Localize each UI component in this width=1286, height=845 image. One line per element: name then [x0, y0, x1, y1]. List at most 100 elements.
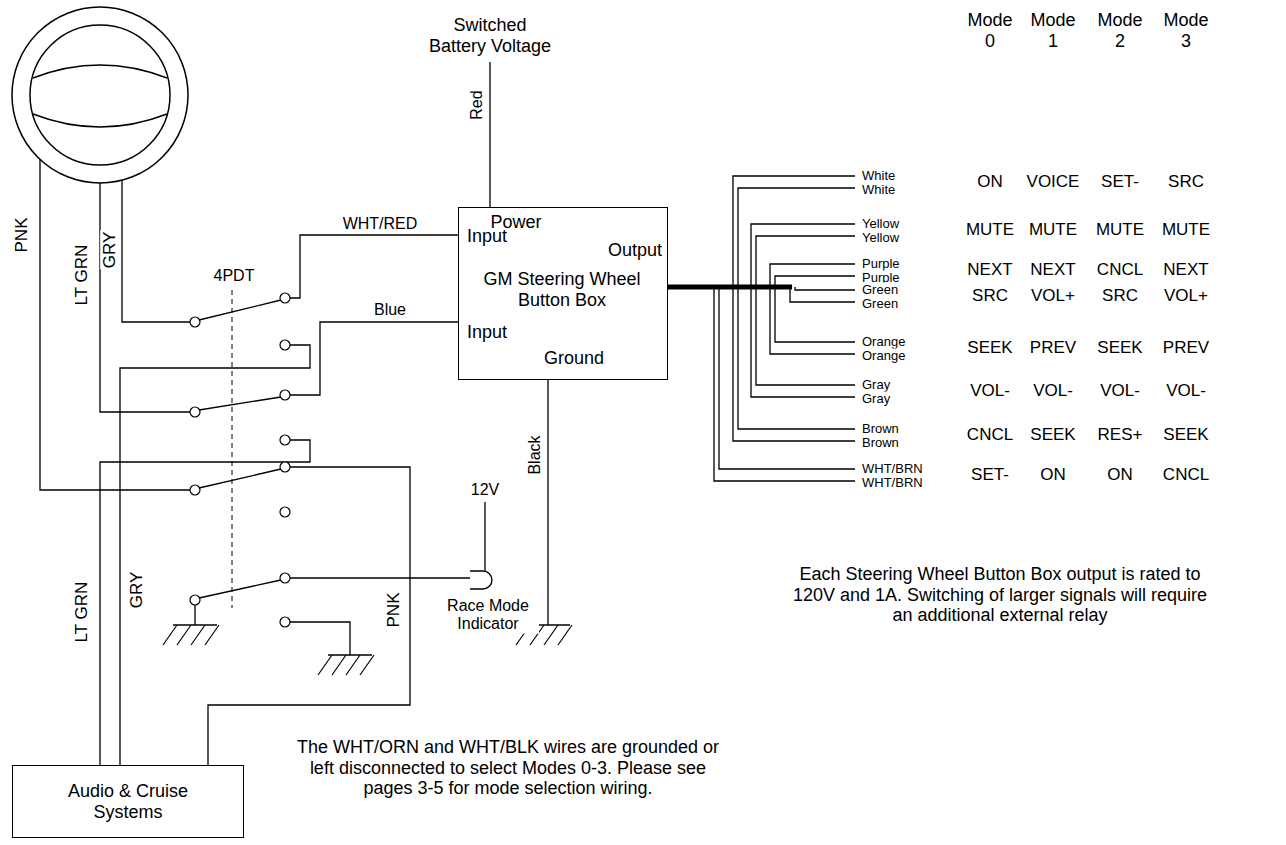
signal-label: PNK [12, 217, 32, 254]
switch-blade [199, 580, 281, 598]
wire-color-label: Gray [861, 392, 891, 405]
table-cell: SET- [970, 465, 1010, 485]
steering-wheel [12, 7, 188, 183]
wire [100, 183, 190, 412]
ground-symbol [318, 655, 374, 675]
signal-label: Blue [373, 301, 407, 319]
signal-label: 12V [470, 481, 500, 499]
signal-label: Red [468, 89, 486, 120]
table-cell: VOL- [1099, 381, 1141, 401]
note-text: Each Steering Wheel Button Box output is… [789, 564, 1211, 626]
wire-color-label: Green [861, 297, 899, 310]
switch-contact [280, 573, 290, 583]
mode-header: Mode 3 [1159, 10, 1213, 51]
table-cell: VOL- [969, 381, 1011, 401]
table-cell: VOL+ [1030, 286, 1076, 306]
wire [547, 380, 548, 625]
note-text: The WHT/ORN and WHT/BLK wires are ground… [292, 737, 724, 799]
table-cell: VOL- [1032, 381, 1074, 401]
table-cell: SRC [1101, 286, 1139, 306]
switch-contact [280, 293, 290, 303]
wire [290, 322, 458, 395]
mode-header: Mode 0 [963, 10, 1017, 51]
switch-contact [190, 317, 200, 327]
table-cell: PREV [1162, 338, 1210, 358]
switch-blade [199, 397, 281, 410]
wire [290, 235, 458, 298]
output-wire [775, 287, 855, 342]
table-cell: SEEK [966, 338, 1013, 358]
signal-label: LT GRN [72, 581, 92, 644]
switch-blade [199, 300, 281, 320]
signal-label: Race Mode Indicator [437, 597, 539, 634]
mode-header: Mode 2 [1093, 10, 1147, 51]
output-wire [770, 287, 855, 354]
table-cell: SEEK [1029, 425, 1076, 445]
output-wire [719, 287, 855, 469]
output-wire [714, 287, 855, 481]
wire [290, 622, 350, 655]
wire-color-label: Brown [861, 436, 900, 449]
signal-label: Black [526, 434, 544, 475]
switch-contact [190, 595, 200, 605]
wire-color-label: Yellow [861, 217, 900, 230]
table-cell: CNCL [1096, 260, 1144, 280]
output-wire [733, 287, 855, 441]
switch-contact [280, 435, 290, 445]
wire-color-label: Orange [861, 335, 906, 348]
table-cell: MUTE [1028, 220, 1078, 240]
table-cell: MUTE [1161, 220, 1211, 240]
signal-label: PNK [384, 592, 404, 629]
wire-color-label: Gray [861, 378, 891, 391]
box-text: Input [467, 322, 507, 343]
output-wire [738, 188, 855, 287]
table-cell: PREV [1029, 338, 1077, 358]
wire-color-label: White [861, 183, 896, 196]
signal-label: WHT/RED [342, 215, 419, 233]
table-cell: SET- [1100, 172, 1140, 192]
wire-bundle [665, 285, 792, 290]
signal-label: Switched Battery Voltage [424, 15, 556, 56]
output-wire [738, 287, 855, 429]
wire [194, 605, 195, 625]
wire [484, 502, 485, 571]
table-cell: CNCL [966, 425, 1014, 445]
ground-symbol [163, 625, 219, 645]
signal-label: LT GRN [72, 244, 92, 307]
switch-blade [199, 469, 281, 488]
output-wire [790, 287, 855, 302]
wire [100, 440, 310, 765]
table-cell: SEEK [1096, 338, 1143, 358]
table-cell: VOICE [1026, 172, 1081, 192]
wire [120, 345, 310, 765]
output-wire [751, 287, 855, 397]
box-text: GM Steering Wheel Button Box [475, 269, 650, 310]
switch-contact [280, 507, 290, 517]
wire-color-label: White [861, 169, 896, 182]
output-wire [770, 264, 855, 287]
switch-contact [280, 390, 290, 400]
wire [489, 62, 490, 207]
table-cell: MUTE [1095, 220, 1145, 240]
gang-line [232, 290, 233, 608]
wire-color-label: Yellow [861, 231, 900, 244]
table-cell: SRC [1167, 172, 1205, 192]
table-cell: ON [1106, 465, 1134, 485]
table-cell: ON [1039, 465, 1067, 485]
mode-header: Mode 1 [1026, 10, 1080, 51]
wire [208, 467, 410, 765]
signal-label: 4PDT [213, 267, 256, 285]
lamp-symbol [470, 571, 492, 589]
switch-contact [280, 617, 290, 627]
switch-contact [190, 485, 200, 495]
wire-color-label: WHT/BRN [861, 462, 924, 475]
box-text: Ground [544, 348, 604, 369]
switch-contact [280, 340, 290, 350]
wire [290, 577, 478, 578]
wire [40, 159, 190, 490]
output-wire [756, 287, 855, 385]
button-box: PowerInputOutputGM Steering Wheel Button… [458, 207, 668, 380]
wire-color-label: WHT/BRN [861, 476, 924, 489]
output-wire [795, 287, 855, 290]
wire-color-label: Purple [861, 257, 901, 270]
